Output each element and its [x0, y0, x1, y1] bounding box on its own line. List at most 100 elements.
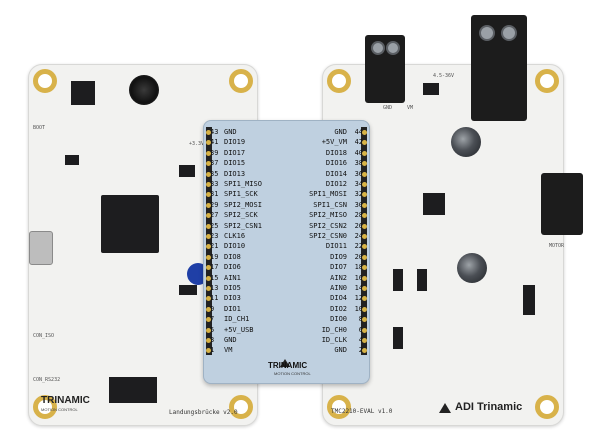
pin-name-right: DIO18: [325, 148, 347, 157]
pin-pad: [362, 213, 367, 219]
pin-pad: [362, 296, 367, 302]
pin-name-right: DIO4: [330, 294, 347, 303]
pin-pad: [206, 348, 211, 354]
pin-pad: [362, 182, 367, 187]
pin-number-right: 28: [354, 211, 363, 220]
ic-chip: [423, 83, 439, 95]
pin-pad: [362, 348, 367, 354]
pin-number-left: 5: [210, 325, 215, 334]
mounting-hole: [327, 69, 351, 93]
pin-name-left: AIN1: [224, 273, 241, 282]
pin-number-left: 1: [210, 346, 215, 355]
pin-name-right: GND: [334, 128, 347, 136]
pin-name-left: +5V_USB: [224, 325, 254, 334]
pin-name-left: SPI2_SCK: [224, 211, 258, 220]
pin-name-left: SPI2_CSN1: [224, 221, 262, 230]
pin-name-right: ID_CH0: [321, 325, 347, 334]
motor-connector: [541, 173, 583, 235]
pin-number-left: 23: [210, 232, 219, 240]
usb-c-port: [29, 231, 53, 265]
pinout-row: 5 +5V_USB ID_CH0 6: [204, 325, 369, 336]
pinout-row: 23 CLK16 SPI2_CSN0 24: [204, 231, 369, 242]
pin-number-left: 19: [210, 252, 219, 261]
pin-name-left: DIO5: [224, 284, 241, 292]
buzzer: [129, 75, 159, 105]
capacitor: [451, 127, 481, 157]
pin-number-left: 37: [210, 159, 219, 168]
screw-icon: [501, 25, 517, 41]
mounting-hole: [535, 395, 559, 419]
pin-number-right: 32: [354, 190, 363, 199]
pin-number-right: 36: [354, 169, 363, 178]
pin-header-left: [206, 127, 212, 355]
pin-name-left: DIO17: [224, 148, 246, 157]
pin-pad: [206, 192, 211, 198]
pin-pad: [206, 327, 211, 333]
pin-name-left: DIO1: [224, 304, 241, 313]
pin-number-left: 7: [210, 315, 215, 324]
pin-pad: [206, 317, 211, 323]
pin-pad: [362, 140, 367, 146]
pin-number-right: 38: [354, 159, 363, 168]
mounting-hole: [229, 395, 253, 419]
board-name-label: Landungsbrücke v2.0: [169, 409, 238, 416]
microcontroller-chip: [101, 195, 159, 253]
trinamic-logo-sub: MOTION CONTROL: [274, 371, 311, 376]
pin-name-right: SPI1_CSN: [313, 200, 347, 209]
capacitor: [457, 253, 487, 283]
silk-label-voltage: 4.5-36V: [433, 73, 455, 79]
jumper: [393, 327, 403, 349]
pin-pad: [206, 202, 211, 208]
pin-pad: [362, 150, 367, 156]
pin-name-left: SPI1_MISO: [224, 180, 262, 188]
pin-pad: [362, 234, 367, 239]
pin-number-right: 2: [358, 346, 363, 355]
pin-name-left: DIO10: [224, 242, 246, 251]
pin-name-left: SPI2_MOSI: [224, 200, 262, 209]
pin-name-left: DIO3: [224, 294, 241, 303]
pin-name-left: GND: [224, 128, 237, 136]
pin-name-right: SPI2_MISO: [309, 211, 347, 220]
pin-number-left: 33: [210, 180, 219, 188]
pin-number-right: 8: [358, 315, 363, 324]
pin-name-left: DIO15: [224, 159, 246, 168]
trinamic-logo: TRINAMIC: [41, 395, 90, 406]
jumper: [393, 269, 403, 291]
screw-icon: [371, 41, 385, 55]
pin-pad: [206, 234, 211, 239]
pin-pad: [206, 338, 211, 343]
pin-name-left: GND: [224, 336, 237, 344]
adi-trinamic-logo: ADI Trinamic: [455, 401, 523, 413]
pin-number-right: 44: [354, 128, 363, 136]
silk-label-motor: MOTOR: [549, 243, 565, 249]
pin-name-right: AIN2: [330, 273, 347, 282]
pin-name-left: DIO19: [224, 138, 246, 147]
pin-number-left: 29: [210, 200, 219, 209]
screw-icon: [479, 25, 495, 41]
pin-name-right: SPI2_CSN0: [309, 232, 347, 240]
pin-pad: [362, 223, 367, 229]
silk-label-con-rs232: CON_RS232: [33, 377, 61, 383]
pin-name-left: CLK16: [224, 232, 246, 240]
pin-number-right: 6: [358, 325, 363, 334]
mounting-hole: [33, 395, 57, 419]
pin-number-right: 26: [354, 221, 363, 230]
pin-number-left: 41: [210, 138, 219, 147]
pin-pad: [206, 275, 211, 281]
pin-pad: [206, 171, 211, 177]
screw-icon: [386, 41, 400, 55]
mounting-hole: [535, 69, 559, 93]
pin-number-right: 24: [354, 232, 363, 240]
pin-pad: [206, 223, 211, 229]
pin-number-left: 31: [210, 190, 219, 199]
pin-pad: [206, 213, 211, 219]
